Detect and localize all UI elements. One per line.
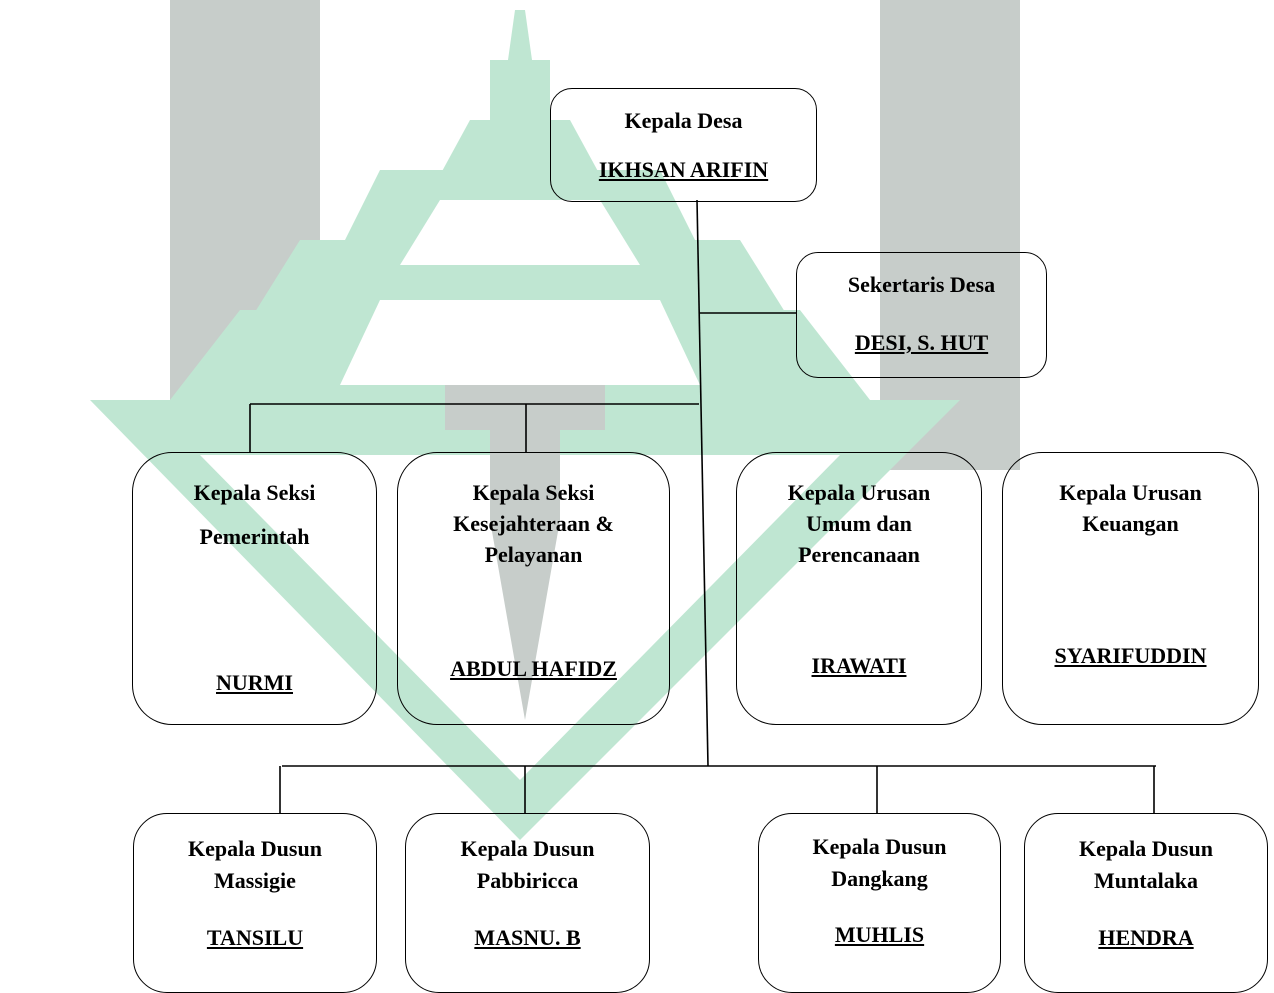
section-subtitle: Umum dan	[806, 511, 912, 536]
section-box-pemerintah: Kepala Seksi Pemerintah NURMI	[132, 452, 377, 725]
hamlet-box-dangkang: Kepala Dusun Dangkang MUHLIS	[758, 813, 1001, 993]
village-head-name: IKHSAN ARIFIN	[598, 157, 769, 182]
hamlet-title: Kepala Dusun	[812, 834, 947, 859]
hamlet-name: MUHLIS	[834, 922, 925, 947]
section-box-umum: Kepala Urusan Umum dan Perencanaan IRAWA…	[736, 452, 982, 725]
section-box-kesejahteraan: Kepala Seksi Kesejahteraan & Pelayanan A…	[397, 452, 670, 725]
section-subtitle: Pemerintah	[199, 524, 310, 549]
village-head-box: Kepala Desa IKHSAN ARIFIN	[550, 88, 817, 202]
trunk-line	[696, 199, 709, 767]
section-name: NURMI	[216, 670, 293, 695]
hamlet-box-muntalaka: Kepala Dusun Muntalaka HENDRA	[1024, 813, 1268, 993]
hamlet-box-pabbiricca: Kepala Dusun Pabbiricca MASNU. B	[405, 813, 650, 993]
section-title: Kepala Urusan	[787, 480, 931, 505]
hamlet-subtitle: Massigie	[214, 868, 296, 893]
section-box-keuangan: Kepala Urusan Keuangan SYARIFUDDIN	[1002, 452, 1259, 725]
hamlet-subtitle: Dangkang	[831, 866, 928, 891]
section-name: SYARIFUDDIN	[1054, 643, 1207, 668]
secretary-name: DESI, S. HUT	[854, 330, 989, 355]
hamlet-name: TANSILU	[206, 925, 304, 950]
secretary-title: Sekertaris Desa	[847, 272, 996, 297]
hamlet-subtitle: Muntalaka	[1094, 868, 1198, 893]
hamlet-name: MASNU. B	[474, 925, 581, 950]
village-head-title: Kepala Desa	[624, 108, 743, 133]
hamlet-title: Kepala Dusun	[460, 836, 595, 861]
section-title: Kepala Seksi	[472, 480, 595, 505]
hamlet-name: HENDRA	[1098, 925, 1194, 950]
section-subtitle-2: Perencanaan	[798, 542, 920, 567]
section-name: IRAWATI	[811, 653, 907, 678]
hamlet-title: Kepala Dusun	[1079, 836, 1213, 861]
hamlet-title: Kepala Dusun	[188, 836, 322, 861]
secretary-box: Sekertaris Desa DESI, S. HUT	[796, 252, 1047, 378]
hamlet-box-massigie: Kepala Dusun Massigie TANSILU	[133, 813, 377, 993]
section-subtitle-2: Pelayanan	[484, 542, 583, 567]
hamlet-subtitle: Pabbiricca	[476, 868, 579, 893]
section-name: ABDUL HAFIDZ	[450, 656, 617, 681]
section-subtitle: Keuangan	[1082, 511, 1179, 536]
section-title: Kepala Seksi	[193, 480, 316, 505]
section-subtitle: Kesejahteraan &	[453, 511, 614, 536]
section-title: Kepala Urusan	[1059, 480, 1202, 505]
